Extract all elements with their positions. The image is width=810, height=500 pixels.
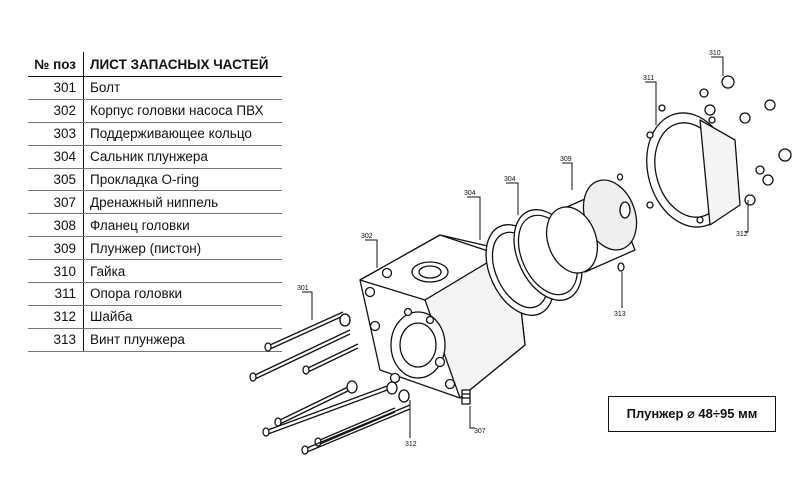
- parts-table-header: № поз ЛИСТ ЗАПАСНЫХ ЧАСТЕЙ: [28, 52, 282, 77]
- callout-311: 311: [643, 75, 654, 82]
- drain-nipple-307: [461, 389, 471, 405]
- part-number: 301: [28, 77, 84, 99]
- part-number: 305: [28, 168, 84, 191]
- table-row: 303 Поддерживающее кольцо: [28, 122, 282, 146]
- bolts-301: [249, 311, 411, 455]
- part-number: 309: [28, 237, 84, 260]
- part-name: Прокладка O-ring: [90, 172, 200, 187]
- part-name: Корпус головки насоса ПВХ: [90, 103, 264, 119]
- header-title: ЛИСТ ЗАПАСНЫХ ЧАСТЕЙ: [90, 56, 269, 72]
- callout-304: 304: [504, 176, 516, 183]
- nuts-310: [699, 75, 792, 206]
- part-name: Болт: [90, 80, 121, 96]
- callout-307: 307: [474, 428, 486, 435]
- table-row: 305 Прокладка O-ring: [28, 168, 282, 192]
- part-number: 311: [28, 283, 84, 305]
- part-name: Сальник плунжера: [90, 149, 208, 165]
- callout-301: 301: [297, 285, 309, 292]
- callout-304-ring: 304: [464, 190, 476, 197]
- table-row: 313 Винт плунжера: [28, 328, 282, 352]
- leader-lines: [302, 56, 749, 438]
- table-row: 311 Опора головки: [28, 283, 282, 306]
- parts-list-table: № поз ЛИСТ ЗАПАСНЫХ ЧАСТЕЙ 301 Болт 302 Ко…: [28, 52, 282, 352]
- table-row: 312 Шайба: [28, 305, 282, 329]
- table-row: 302 Корпус головки насоса ПВХ: [28, 99, 282, 123]
- table-row: 308 Фланец головки: [28, 214, 282, 238]
- plunger-309: [545, 179, 638, 274]
- part-number: 303: [28, 122, 84, 145]
- callout-312-body: 312: [405, 441, 417, 448]
- part-name: Поддерживающее кольцо: [90, 126, 252, 142]
- part-name: Шайба: [90, 309, 133, 325]
- part-number: 313: [28, 328, 84, 351]
- part-number: 302: [28, 99, 84, 122]
- table-row: 304 Сальник плунжера: [28, 145, 282, 169]
- callout-312-support: 312: [736, 231, 748, 238]
- part-name: Опора головки: [90, 286, 183, 302]
- table-row: 307 Дренажный ниппель: [28, 191, 282, 215]
- callout-313: 313: [614, 311, 626, 318]
- part-name: Плунжер (пистон): [90, 240, 202, 256]
- washers-312: [339, 313, 410, 403]
- part-name: Гайка: [90, 263, 126, 279]
- part-number: 310: [28, 260, 84, 283]
- header-position-number: № поз: [28, 52, 84, 76]
- callout-310: 310: [709, 50, 721, 57]
- head-support-311: [646, 104, 741, 228]
- callout-302: 302: [361, 233, 373, 240]
- part-name: Винт плунжера: [90, 332, 185, 348]
- part-number: 304: [28, 145, 84, 168]
- part-number: 308: [28, 214, 84, 237]
- callout-309: 309: [560, 156, 572, 163]
- part-number: 307: [28, 191, 84, 214]
- plunger-diameter-note: Плунжер ⌀ 48÷95 мм: [608, 396, 776, 432]
- table-row: 301 Болт: [28, 77, 282, 100]
- table-row: 310 Гайка: [28, 260, 282, 284]
- plunger-screw-313: [616, 173, 625, 272]
- part-name: Дренажный ниппель: [90, 194, 219, 210]
- part-number: 312: [28, 305, 84, 328]
- table-row: 309 Плунжер (пистон): [28, 237, 282, 261]
- part-name: Фланец головки: [90, 217, 190, 233]
